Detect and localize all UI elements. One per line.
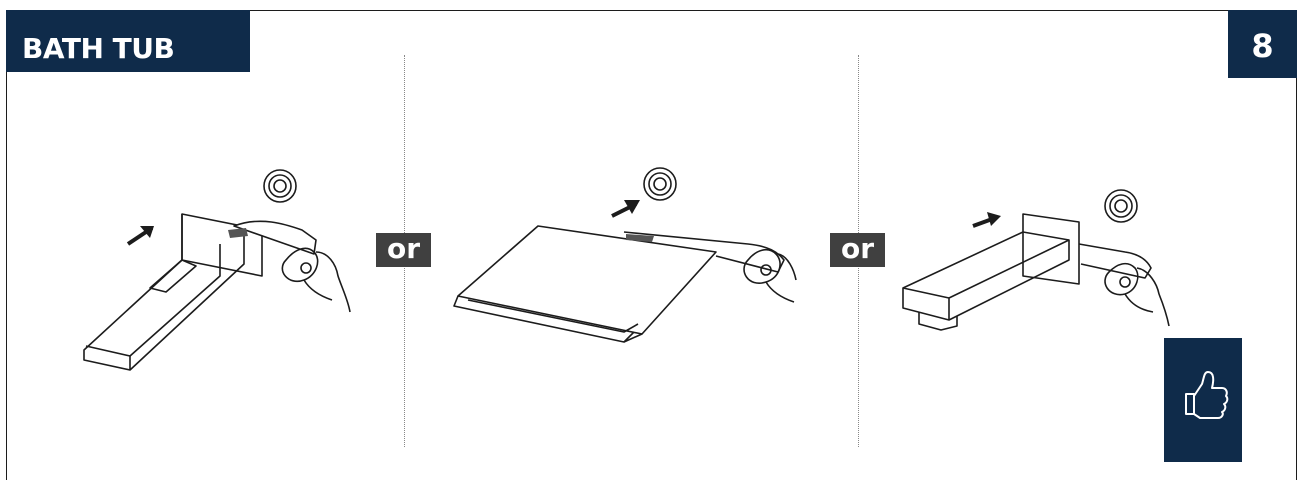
or-separator-2: or xyxy=(830,233,885,267)
square-spout-icon xyxy=(895,180,1205,360)
thumbs-up-icon xyxy=(1164,338,1242,462)
or-separator-1: or xyxy=(376,233,431,267)
approval-badge xyxy=(1164,338,1242,462)
wide-cascade-spout-icon xyxy=(448,160,828,360)
step-badge: 8 xyxy=(1228,10,1297,78)
section-header: BATH TUB xyxy=(6,10,250,72)
section-title: BATH TUB xyxy=(22,32,174,65)
waterfall-spout-icon xyxy=(70,160,370,390)
step-number: 8 xyxy=(1228,27,1297,65)
